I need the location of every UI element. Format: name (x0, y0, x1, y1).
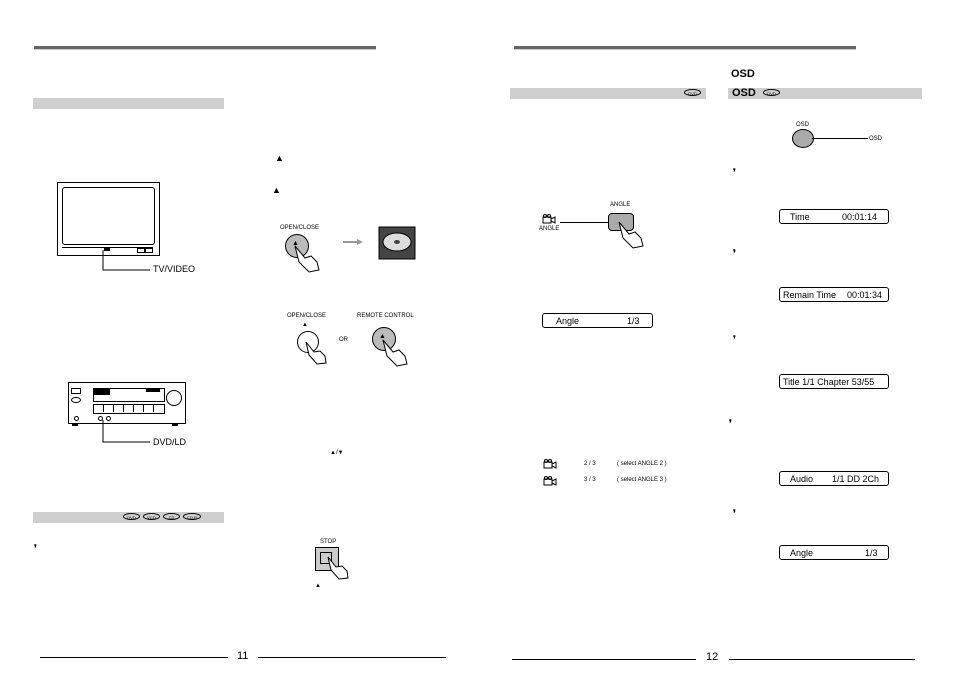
osd-bullet-4: ❜ (729, 418, 732, 428)
angle-row-text-1: ( select ANGLE 2 ) (617, 461, 667, 467)
disc-tray-icon (378, 226, 416, 260)
left-footer-line-b (258, 657, 446, 658)
remote-control-label: REMOTE CONTROL (357, 313, 414, 319)
right-footer-line-b (729, 659, 915, 660)
osd-bullet-2: ❜ (733, 248, 736, 258)
angle-section-bar (510, 88, 706, 99)
osd-heading: OSD (731, 68, 755, 80)
tv-illustration (57, 182, 160, 256)
osd-remain-time-label: Remain Time (783, 290, 837, 300)
osd-time-label: Time (790, 212, 810, 222)
angle-display-value: 1/3 (627, 316, 640, 326)
tv-video-label: TV/VIDEO (153, 264, 196, 274)
receiver-illustration (68, 382, 186, 426)
stop-inner (320, 552, 332, 564)
hand-pointer-icon (294, 245, 320, 273)
angle-row-text-2: ( select ANGLE 3 ) (617, 477, 667, 483)
right-header-rule (514, 46, 856, 50)
hand-pointer-icon-3 (382, 339, 408, 367)
open-close-label: OPEN/CLOSE (280, 225, 320, 231)
osd-remain-time-value: 00:01:34 (847, 290, 883, 300)
eject-glyph-a: ▲ (292, 240, 299, 247)
angle-row-camera-icon-2 (543, 476, 557, 486)
osd-title-chapter-box: Title 1/1 Chapter 53/55 (779, 374, 889, 389)
open-close-label-2: OPEN/CLOSE (287, 313, 327, 319)
angle-connector-line (560, 222, 610, 223)
up-down-symbol: ▲/▼ (330, 450, 344, 456)
angle-row-fraction-2: 3 / 3 (584, 477, 596, 483)
left-section-bar (33, 98, 224, 109)
cd-badge: CD (163, 513, 180, 520)
left-page-number: 11 (237, 650, 249, 662)
arrow-right-icon (343, 239, 363, 245)
osd-bullet-1: ❜ (733, 167, 736, 177)
angle-icon-label: ANGLE (539, 226, 560, 232)
dvd-badge: DVD (123, 513, 140, 520)
osd-title-chapter-label: Title 1/1 Chapter 53/55 (783, 377, 875, 387)
osd-section-bar (728, 88, 922, 99)
osd-angle-value: 1/3 (865, 548, 878, 558)
osd-audio-label: Audio (790, 474, 814, 484)
osd-button-label: OSD (796, 122, 810, 128)
left-bullet-mark: ❜ (34, 543, 37, 553)
eject-symbol-1: ▲ (275, 153, 284, 163)
osd-dvd-badge: DVD (763, 89, 780, 96)
osd-audio-value: 1/1 DD 2Ch (832, 474, 880, 484)
angle-row-fraction-1: 2 / 3 (584, 461, 596, 467)
vcd-badge: VCD (143, 513, 160, 520)
dvd-ld-label: DVD/LD (153, 437, 187, 447)
osd-angle-box: Angle 1/3 (779, 545, 889, 560)
osd-button[interactable] (792, 129, 814, 148)
osd-remain-time-box: Remain Time 00:01:34 (779, 287, 889, 302)
eject-symbol-2: ▲ (272, 185, 281, 195)
angle-row-camera-icon-1 (543, 459, 557, 469)
remote-eject-button[interactable] (372, 327, 396, 351)
eject-glyph-b: ▲ (302, 322, 308, 328)
left-header-rule (34, 46, 376, 50)
eject-glyph-c: ▲ (379, 333, 386, 340)
osd-angle-label: Angle (790, 548, 814, 558)
angle-dvd-badge: DVD (684, 89, 701, 96)
left-footer-line-a (40, 657, 228, 658)
osd-time-box: Time 00:01:14 (779, 209, 889, 224)
angle-display-box: Angle 1/3 (542, 313, 653, 328)
osd-audio-box: Audio 1/1 DD 2Ch (779, 471, 889, 486)
osd-bullet-5: ❜ (733, 508, 736, 518)
hand-pointer-icon-2 (305, 341, 327, 365)
osd-time-value: 00:01:14 (842, 212, 878, 222)
stop-label: STOP (320, 539, 337, 545)
eject-symbol-3: ▲ (315, 583, 321, 589)
osd-bar-label: OSD (732, 87, 756, 99)
right-page-number: 12 (706, 651, 719, 663)
angle-button-label: ANGLE (610, 202, 631, 208)
osd-connector-line (812, 138, 868, 139)
osd-line-label: OSD (869, 136, 883, 142)
hand-pointer-icon-4 (327, 556, 349, 580)
right-footer-line-a (512, 659, 696, 660)
or-label: OR (339, 337, 348, 343)
angle-camera-icon (542, 214, 556, 224)
osd-bullet-3: ❜ (733, 334, 736, 344)
cd-r-badge: CD-R (183, 513, 201, 520)
hand-pointer-icon-5 (618, 221, 644, 249)
angle-display-label: Angle (556, 316, 580, 326)
